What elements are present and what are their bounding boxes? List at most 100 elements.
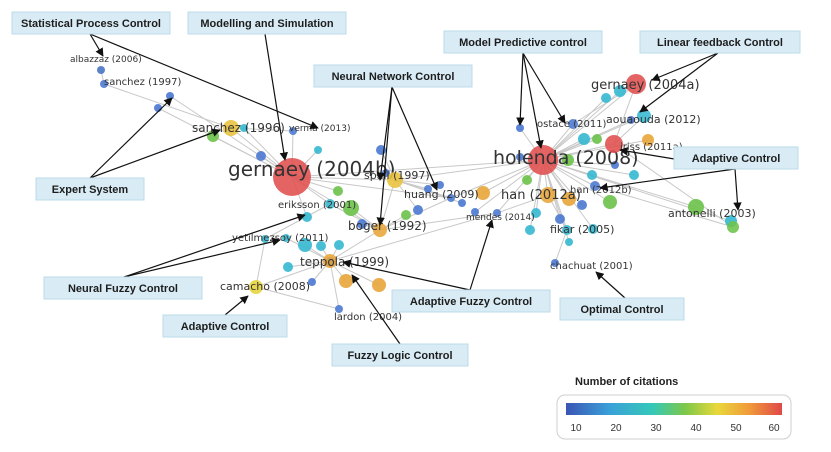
callout-arrow (599, 168, 736, 192)
node-chachuat[interactable]: chachuat (2001) (550, 259, 633, 272)
node-gernaey2004a[interactable]: gernaey (2004a) (591, 74, 700, 94)
node-circle[interactable] (551, 259, 559, 267)
node-circle[interactable] (590, 181, 600, 191)
minor-node (601, 93, 611, 103)
node-circle[interactable] (323, 254, 337, 268)
legend-title: Number of citations (575, 376, 678, 388)
legend-tick-label: 30 (650, 423, 662, 434)
callout-oc: Optimal Control (559, 297, 685, 321)
node-circle[interactable] (223, 120, 239, 136)
minor-node (436, 181, 444, 189)
edge-line (264, 203, 331, 240)
node-circle[interactable] (289, 127, 297, 135)
edge-line (329, 229, 381, 262)
node-label: fikar (2005) (550, 223, 614, 236)
node-label: boger (1992) (348, 219, 427, 233)
node-camacho[interactable]: camacho (2008) (220, 280, 310, 294)
node-circle[interactable] (249, 280, 263, 294)
edge-line (329, 260, 380, 286)
node-label: spall (1997) (364, 169, 430, 182)
node-circle[interactable] (335, 305, 343, 313)
minor-node (333, 186, 343, 196)
callout-box (443, 30, 603, 54)
node-circle[interactable] (727, 221, 739, 233)
node-circle[interactable] (100, 80, 108, 88)
node-circle[interactable] (261, 235, 269, 243)
node-label: ostace (2011) (537, 119, 607, 130)
minor-node (282, 234, 290, 242)
node-han2012a[interactable]: han (2012a) (501, 187, 581, 203)
edge-line (255, 238, 266, 288)
callout-arrow (123, 213, 306, 278)
node-label: mendes (2014) (466, 213, 535, 223)
legend-tick-label: 50 (730, 423, 742, 434)
callout-text: Statistical Process Control (21, 18, 161, 30)
callout-mas: Modelling and Simulation (187, 11, 347, 35)
node-circle[interactable] (605, 135, 623, 153)
node-circle[interactable] (562, 225, 572, 235)
node-mendes[interactable]: mendes (2014) (466, 209, 535, 223)
node-sanchez1997[interactable]: sanchez (1997) (100, 77, 181, 88)
node-label: gernaey (2004a) (591, 78, 700, 93)
edge-line (291, 159, 544, 178)
edge-line (255, 286, 340, 310)
node-circle[interactable] (528, 145, 558, 175)
node-circle[interactable] (273, 158, 311, 196)
node-label: han (2012b) (570, 185, 632, 196)
node-circle[interactable] (540, 187, 556, 203)
node-label: camacho (2008) (220, 280, 310, 293)
node-gernaey2004b[interactable]: gernaey (2004b) (228, 157, 396, 196)
node-eriksson[interactable]: eriksson (2001) (278, 199, 356, 211)
callout-box (673, 146, 799, 170)
edge-line (379, 212, 498, 231)
node-lardon[interactable]: lardon (2004) (334, 305, 402, 323)
node-ostace[interactable]: ostace (2011) (537, 119, 607, 130)
callout-afc: Adaptive Fuzzy Control (391, 289, 551, 313)
node-circle[interactable] (568, 119, 578, 129)
minor-node (577, 200, 587, 210)
node-spall[interactable]: spall (1997) (364, 169, 430, 188)
callout-arrow (376, 86, 393, 226)
node-circle[interactable] (447, 194, 455, 202)
callout-arrow (89, 97, 173, 179)
callout-arrow (651, 52, 719, 82)
minor-node (424, 185, 432, 193)
node-teppola[interactable]: teppola (1999) (300, 254, 389, 269)
minor-node (154, 104, 162, 112)
callout-arrow (522, 52, 566, 124)
node-iriss[interactable]: iriss (2011a) (605, 135, 683, 153)
minor-node (302, 212, 312, 222)
node-aouaouda[interactable]: aouaouda (2012) (606, 109, 701, 126)
node-circle[interactable] (387, 172, 403, 188)
node-verma[interactable]: verma (2013) (289, 124, 350, 135)
minor-node (562, 154, 574, 166)
callout-arrow (469, 219, 494, 291)
node-circle[interactable] (493, 209, 501, 217)
callout-arrow (516, 52, 525, 126)
minor-node (578, 133, 590, 145)
edge-line (542, 139, 649, 161)
edge-line (542, 159, 635, 176)
callout-mpc: Model Predictive control (443, 30, 603, 54)
node-fikar[interactable]: fikar (2005) (550, 223, 614, 236)
minor-node (334, 240, 344, 250)
legend-tick-label: 60 (768, 423, 780, 434)
legend-colorbar (566, 403, 782, 415)
minor-node (592, 134, 602, 144)
node-circle[interactable] (373, 223, 387, 237)
node-huang[interactable]: huang (2009) (404, 188, 479, 202)
node-albazzaz[interactable]: albazzaz (2006) (70, 55, 142, 74)
callout-text: Modelling and Simulation (200, 18, 334, 30)
minor-node (516, 124, 524, 132)
node-sanchez1996[interactable]: sanchez (1996) (192, 120, 285, 136)
node-holenda[interactable]: holenda (2008) (493, 145, 639, 175)
minor-node (308, 278, 316, 286)
node-circle[interactable] (325, 199, 335, 209)
node-circle[interactable] (97, 66, 105, 74)
node-antonelli[interactable]: antonelli (2003) (668, 207, 756, 233)
node-circle[interactable] (626, 74, 646, 94)
node-boger[interactable]: boger (1992) (348, 219, 427, 237)
legend-tick-label: 10 (570, 423, 582, 434)
callout-box (35, 177, 145, 201)
callouts: Statistical Process Control Modelling and… (11, 11, 801, 367)
